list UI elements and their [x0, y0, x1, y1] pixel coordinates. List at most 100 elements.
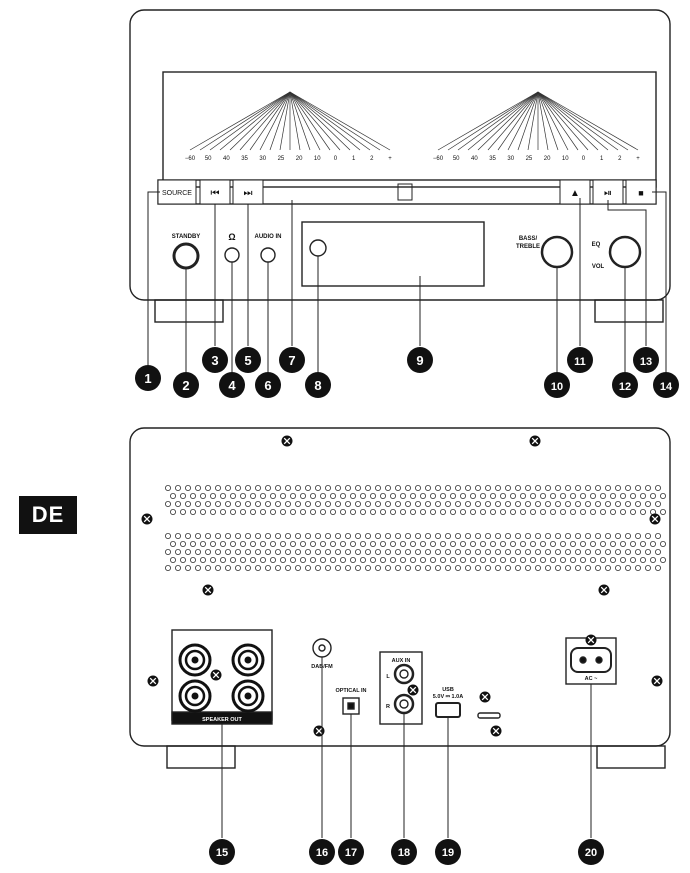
eject-button [559, 179, 591, 205]
vent-hole [464, 484, 471, 491]
vent-hole [555, 484, 562, 491]
callout-1 [135, 365, 161, 391]
svg-text:5: 5 [244, 353, 251, 368]
vent-hole [264, 549, 271, 556]
source-label: SOURCE [162, 190, 192, 197]
vent-hole [660, 541, 667, 548]
vent-hole [169, 557, 176, 564]
vent-hole [234, 565, 241, 572]
vent-hole [489, 557, 496, 564]
vent-hole [454, 549, 461, 556]
vent-hole [434, 533, 441, 540]
vent-hole [509, 541, 516, 548]
vent-hole [570, 557, 577, 564]
svg-text:3: 3 [211, 353, 218, 368]
meter-scale-label: 30 [507, 156, 514, 162]
vent-hole [229, 541, 236, 548]
vent-hole [349, 492, 356, 499]
vent-hole [509, 557, 516, 564]
svg-text:2: 2 [182, 378, 189, 393]
callout-2 [173, 372, 199, 398]
vent-hole [299, 508, 306, 515]
vent-hole [595, 484, 602, 491]
vent-hole [605, 549, 612, 556]
vent-hole [655, 500, 662, 507]
vent-hole [339, 541, 346, 548]
vent-hole [429, 508, 436, 515]
vent-hole [610, 541, 617, 548]
vent-hole [189, 541, 196, 548]
svg-text:1: 1 [144, 371, 151, 386]
vent-hole [234, 533, 241, 540]
vent-hole [424, 565, 431, 572]
vent-hole [184, 500, 191, 507]
vent-hole [540, 492, 547, 499]
vent-hole [585, 484, 592, 491]
svg-text:14: 14 [660, 381, 673, 393]
front-foot-right [594, 299, 664, 323]
vent-hole [530, 541, 537, 548]
vent-hole [279, 508, 286, 515]
vent-hole [645, 533, 652, 540]
vent-hole [439, 508, 446, 515]
svg-text:11: 11 [574, 356, 586, 368]
vent-hole [369, 508, 376, 515]
meter-needle-line [289, 91, 301, 151]
vent-hole [289, 541, 296, 548]
vent-hole [409, 557, 416, 564]
vent-hole [499, 557, 506, 564]
vent-hole [314, 500, 321, 507]
vent-hole [630, 557, 637, 564]
vent-hole [219, 541, 226, 548]
vent-hole [494, 533, 501, 540]
vent-hole [219, 508, 226, 515]
vent-hole [354, 533, 361, 540]
vent-hole [254, 549, 261, 556]
vent-hole [565, 565, 572, 572]
vent-hole [244, 500, 251, 507]
vent-hole [249, 557, 256, 564]
rear-chassis [129, 427, 671, 747]
vent-hole [304, 533, 311, 540]
vent-hole [329, 508, 336, 515]
vent-hole [555, 565, 562, 572]
vent-hole [194, 533, 201, 540]
vent-hole [590, 541, 597, 548]
vent-hole [284, 565, 291, 572]
vent-hole [329, 492, 336, 499]
vent-hole [389, 557, 396, 564]
vent-hole [164, 484, 171, 491]
vent-hole [314, 565, 321, 572]
vent-hole [189, 557, 196, 564]
aux-l-jack [393, 663, 415, 685]
vent-hole [349, 541, 356, 548]
vent-hole [274, 565, 281, 572]
vent-hole [329, 541, 336, 548]
meter-scale-label: 40 [223, 156, 230, 162]
callout-9 [407, 347, 433, 373]
meter-scale-label: 50 [453, 156, 460, 162]
binding-post [178, 643, 212, 677]
vent-hole [625, 484, 632, 491]
vent-hole [294, 500, 301, 507]
meter-scale-label: 1 [600, 156, 604, 162]
vent-hole [560, 492, 567, 499]
vent-hole [459, 541, 466, 548]
svg-text:17: 17 [345, 847, 357, 859]
meter-needle-line [467, 91, 539, 151]
vent-hole [379, 492, 386, 499]
vent-hole [474, 533, 481, 540]
vent-hole [334, 549, 341, 556]
vent-hole [515, 484, 522, 491]
bass-treble-knob [540, 235, 574, 269]
dab-fm-antenna-socket [312, 638, 332, 658]
vent-hole [585, 565, 592, 572]
meter-needle-line [447, 91, 539, 151]
vent-hole [515, 500, 522, 507]
vent-hole [640, 541, 647, 548]
meter-needle-line [239, 91, 291, 151]
front-view [129, 9, 671, 323]
vent-hole [525, 565, 532, 572]
callout-11 [567, 347, 593, 373]
vent-hole [600, 541, 607, 548]
